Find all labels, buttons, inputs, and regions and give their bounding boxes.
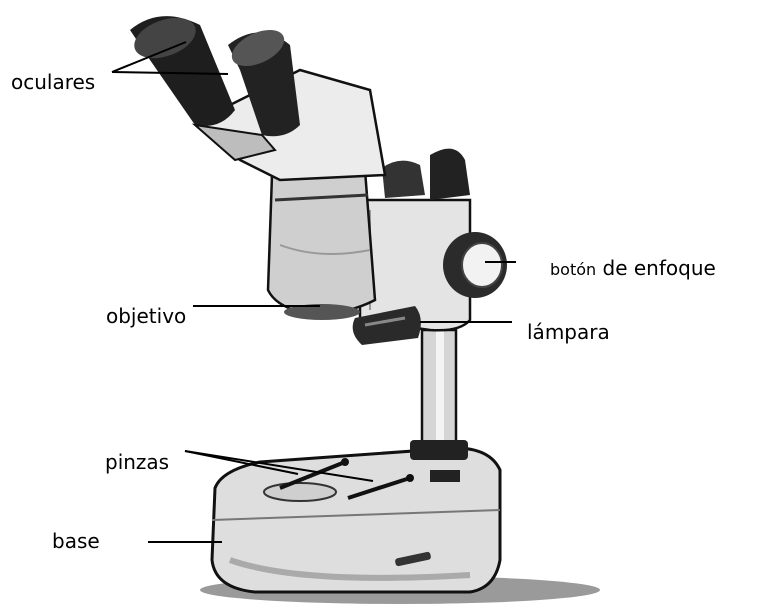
label-objetivo: objetivo (106, 306, 186, 326)
microscope-base (212, 448, 500, 592)
label-de-enfoque: de enfoque (596, 256, 716, 280)
label-oculares: oculares (11, 72, 95, 92)
focus-knob (443, 232, 507, 298)
label-boton-word: botón (550, 260, 596, 279)
objective-head (268, 170, 375, 320)
label-base: base (52, 531, 100, 551)
upper-lamp (382, 149, 470, 200)
label-boton-de-enfoque: botón de enfoque (550, 258, 716, 278)
label-pinzas: pinzas (105, 452, 169, 472)
support-pillar (410, 330, 468, 460)
label-lampara: lámpara (527, 322, 610, 342)
